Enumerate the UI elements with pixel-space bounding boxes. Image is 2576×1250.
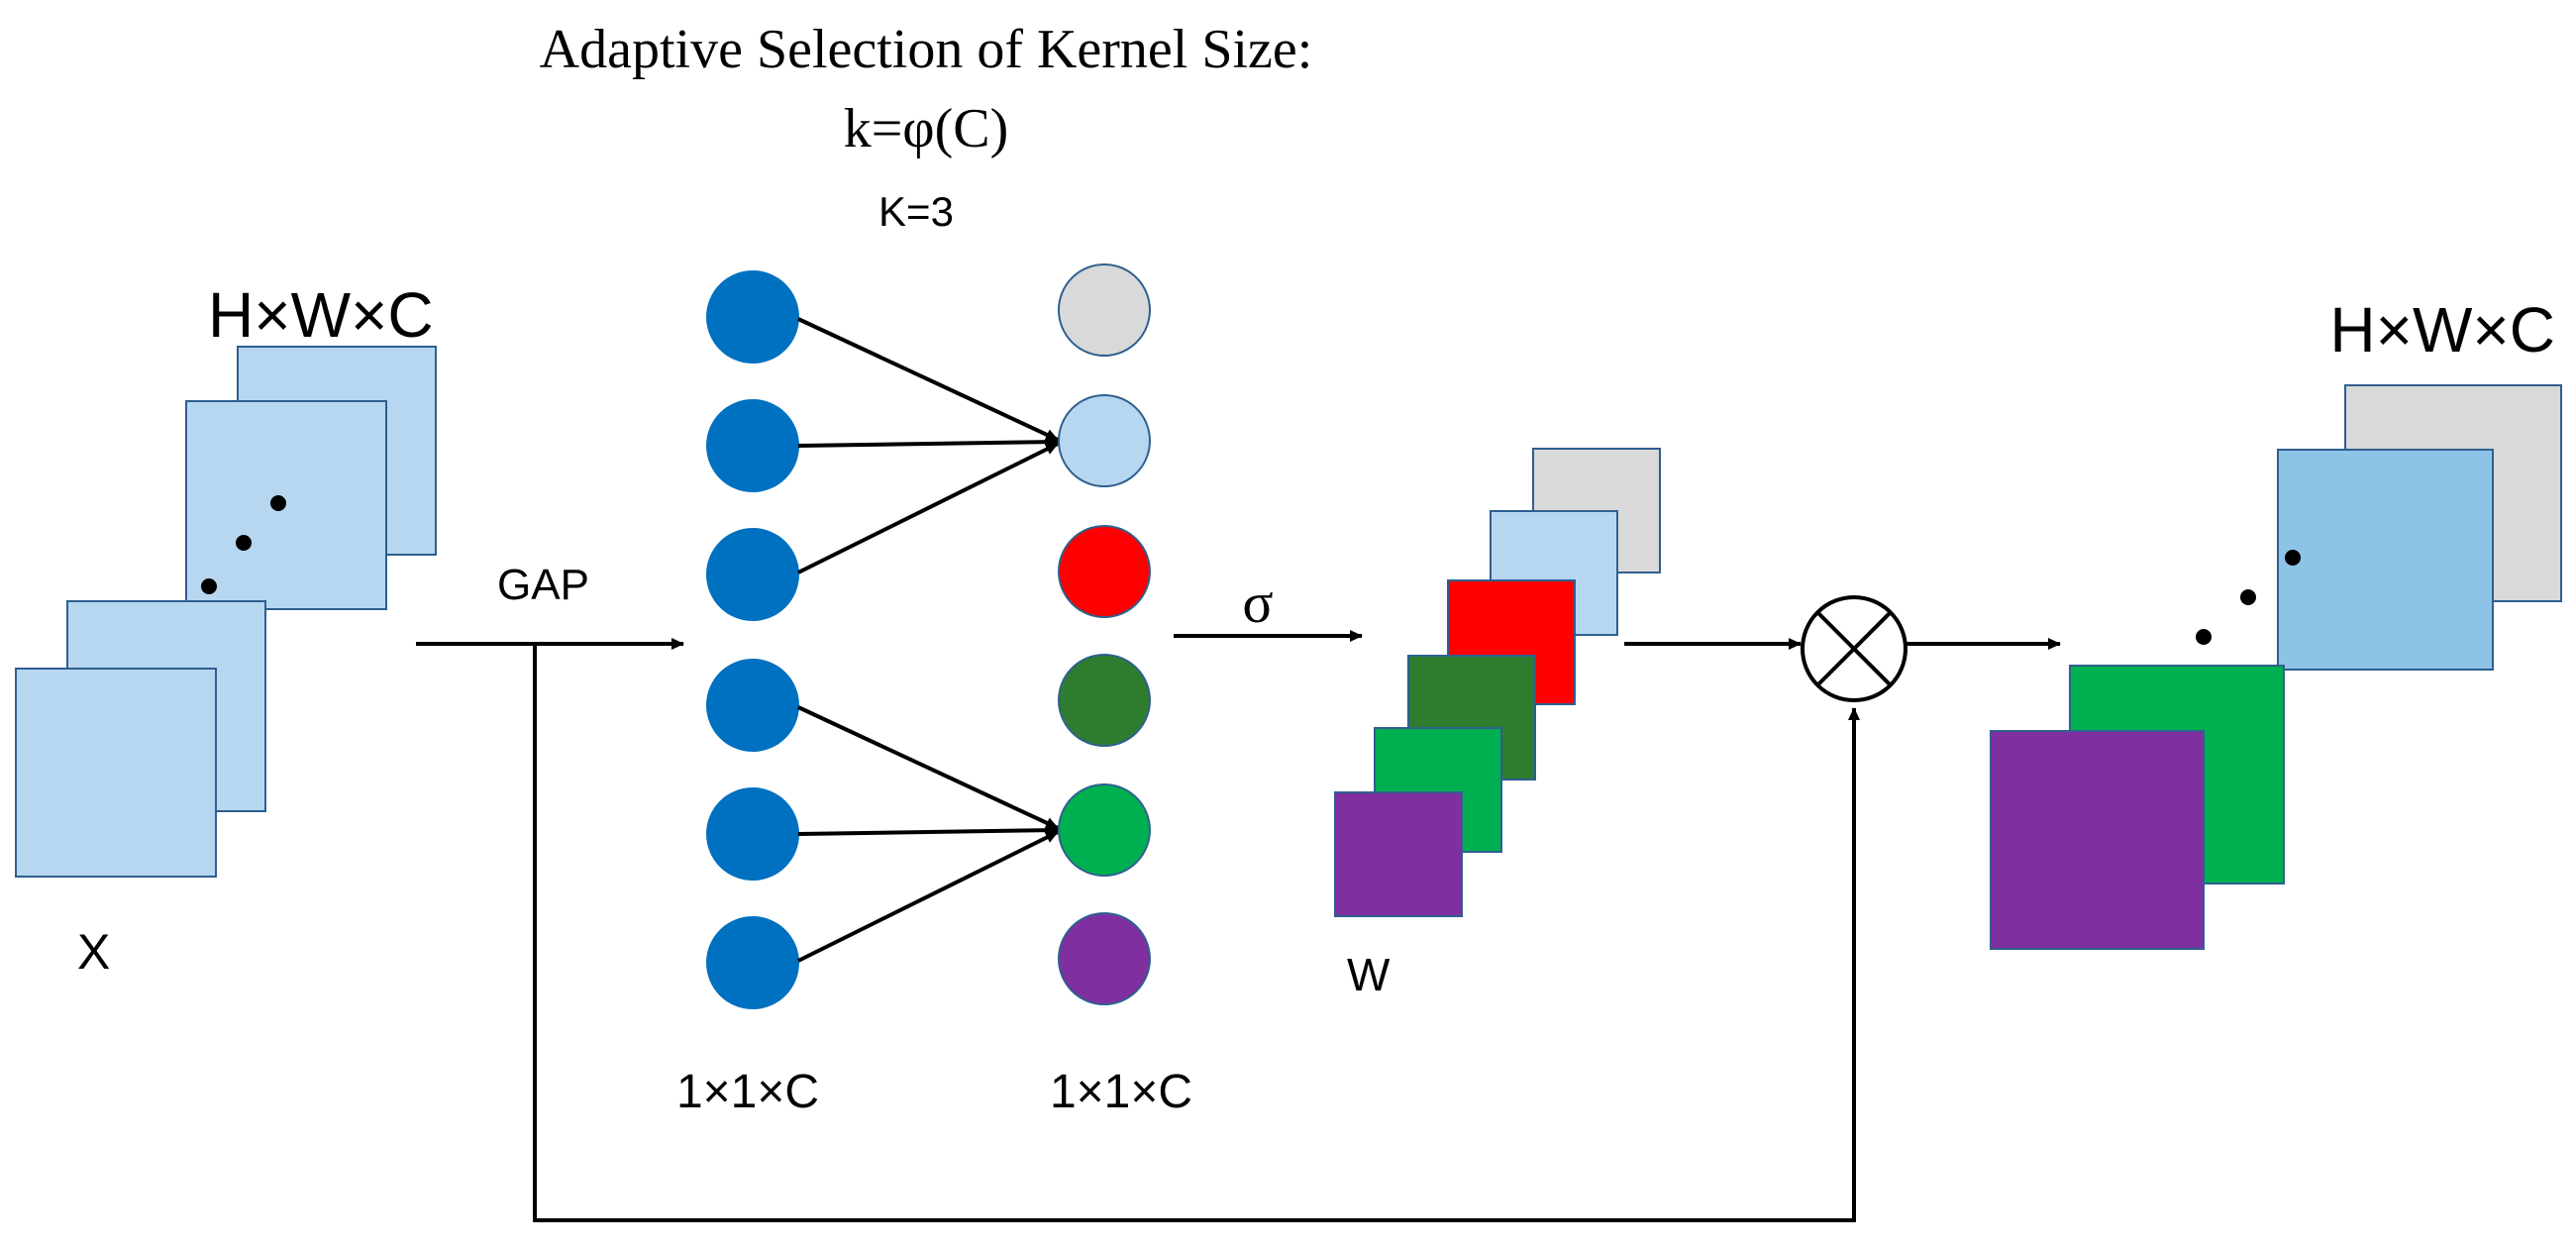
- ellipsis-dot: [201, 578, 217, 594]
- weights-dims-label: 1×1×C: [1050, 1066, 1192, 1118]
- pooled-node: [706, 528, 799, 621]
- conv-edge: [797, 824, 1059, 837]
- ellipsis-dot: [2240, 589, 2256, 605]
- weight-node-light-blue: [1058, 394, 1151, 487]
- gap-label: GAP: [497, 561, 589, 609]
- weight-node-dark-green: [1058, 654, 1151, 747]
- pooled-nodes: [706, 270, 799, 1009]
- pooled-node: [706, 787, 799, 881]
- conv-edge: [797, 436, 1059, 449]
- input-feature-map: [185, 400, 387, 610]
- ellipsis-dot: [2196, 629, 2212, 645]
- sigma-label: σ: [1242, 571, 1273, 635]
- conv-connections: [797, 317, 1059, 963]
- output-feature-stack: [1990, 384, 2562, 950]
- weight-stack: [1334, 448, 1661, 917]
- conv-edge: [797, 830, 1059, 963]
- output-feature-map-blue: [2277, 449, 2494, 671]
- weight-node-gray: [1058, 263, 1151, 357]
- pooled-dims-label: 1×1×C: [676, 1066, 819, 1118]
- kernel-size-label: K=3: [878, 188, 954, 235]
- output-dims-label: H×W×C: [2329, 294, 2555, 365]
- pooled-node: [706, 659, 799, 752]
- pooled-node: [706, 399, 799, 492]
- skip-connection-arrow: [533, 644, 1860, 1222]
- ellipsis-dot: [270, 495, 286, 511]
- weights-label: W: [1347, 949, 1391, 1000]
- conv-edge: [797, 705, 1059, 830]
- ellipsis-dot: [236, 535, 252, 551]
- output-feature-map-purple: [1990, 730, 2205, 950]
- diagram-title-line2: k=φ(C): [844, 98, 1009, 159]
- conv-edge: [797, 442, 1059, 574]
- weight-square-purple: [1334, 791, 1463, 917]
- weight-nodes: [1058, 263, 1151, 1005]
- weight-node-green: [1058, 783, 1151, 877]
- pooled-node: [706, 270, 799, 364]
- input-name-label: X: [77, 924, 110, 980]
- ellipsis-dot: [2285, 550, 2301, 566]
- input-feature-map: [15, 668, 217, 878]
- input-dims-label: H×W×C: [208, 279, 434, 351]
- weight-node-red: [1058, 525, 1151, 618]
- pooled-node: [706, 916, 799, 1009]
- conv-edge: [797, 317, 1059, 442]
- diagram-title-line1: Adaptive Selection of Kernel Size:: [540, 19, 1313, 80]
- multiply-operator-icon: [1801, 595, 1907, 702]
- weight-node-purple: [1058, 912, 1151, 1005]
- input-feature-stack: [15, 346, 437, 878]
